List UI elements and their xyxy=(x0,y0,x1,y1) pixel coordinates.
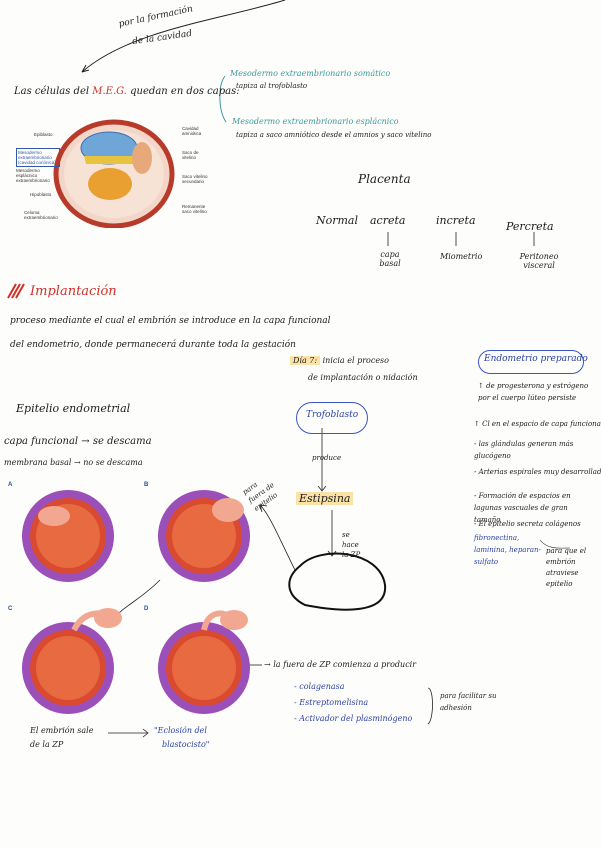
bottom-right-line1: "Eclosión del xyxy=(154,726,207,735)
splanch-desc: tapiza a saco amniótico desde el amnios … xyxy=(236,131,432,139)
enzyme-1: - Estreptomelisina xyxy=(294,698,369,707)
zp-note-post: comienza a producir xyxy=(333,660,417,669)
trophoblast-box xyxy=(296,402,368,434)
placenta-target-2: Peritoneo visceral xyxy=(519,252,559,270)
endometrium-item-1: ↑ Cl en el espacio de capa funcional xyxy=(474,420,601,428)
intro-post: quedan en dos capas: xyxy=(130,86,240,97)
endometrium-side-note: para que el embrión atraviese epitelio xyxy=(546,547,587,588)
endometrium-title: Endometrio preparado xyxy=(484,354,588,364)
enzyme-0: - colagenasa xyxy=(294,682,345,691)
somatic-title: Mesodermo extraembrionario somático xyxy=(230,69,391,78)
section-title: Implantación xyxy=(30,284,117,299)
process-text: Estipsina xyxy=(296,492,354,505)
enzyme-purpose: para facilitar su adhesión xyxy=(440,692,497,712)
epithelium-title: Epitelio endometrial xyxy=(16,402,131,415)
embryo-label-left-3: Hipoblasto xyxy=(30,192,52,197)
bottom-left-line1: El embrión sale xyxy=(30,726,94,735)
day-note: Día 7: inicia el proceso xyxy=(290,356,389,365)
placenta-type-3: Percreta xyxy=(506,220,554,233)
somatic-desc: tapiza al trofoblasto xyxy=(236,82,308,90)
placenta-type-2: increta xyxy=(436,214,476,227)
figure-label-b: B xyxy=(144,482,149,488)
enzyme-2: - Activador del plasminógeno xyxy=(294,714,413,723)
trophoblast-label: Trofoblasto xyxy=(306,410,359,420)
day-line1: inicia el proceso xyxy=(322,356,389,365)
embryo-label-right-2: Saco vitelino secundario xyxy=(182,174,208,184)
intro-line: Las células del M.E.G. quedan en dos cap… xyxy=(14,86,240,97)
splanch-title: Mesodermo extraembrionario esplácnico xyxy=(232,117,399,126)
figure-label-a: A xyxy=(8,482,13,488)
placenta-type-1: acreta xyxy=(370,214,406,227)
embryo-label-right-0: Cavidad amniótica xyxy=(182,126,202,136)
endometrium-item-6: fibronectina, laminina, heparan-sulfato xyxy=(474,534,541,566)
embryo-label-left-1: Mesodermo extraembrionario (cavidad cori… xyxy=(16,148,60,167)
figure-label-d: D xyxy=(144,606,149,612)
embryo-label-left-4: Celoma extraembrionario xyxy=(24,210,58,220)
fuera-note: se hace la ZP xyxy=(342,531,361,559)
intro-acronym: M.E.G. xyxy=(92,86,127,97)
zp-note-pre: → la fuera de ZP xyxy=(264,660,331,669)
embryo-diagram: Epiblasto Mesodermo extraembrionario (ca… xyxy=(14,118,214,228)
intro-pre: Las células del xyxy=(14,86,90,97)
endometrium-item-4: - Formación de espacios en lagunas vascu… xyxy=(474,492,571,524)
endometrium-item-3: - Arterias espirales muy desarrolladas xyxy=(474,468,601,476)
endometrium-item-2: - las glándulas generan más glucógeno xyxy=(474,440,574,460)
placenta-target-0: capa basal xyxy=(379,250,401,268)
placenta-target-1: Miometrio xyxy=(440,252,483,261)
placenta-title: Placenta xyxy=(358,172,411,186)
zp-note: → la fuera de ZP comienza a producir xyxy=(264,660,416,669)
placenta-type-0: Normal xyxy=(316,214,359,227)
bottom-right-line2: blastocisto" xyxy=(162,740,210,749)
epithelium-functional: capa funcional → se descama xyxy=(4,436,152,447)
implantation-figure: A B C D xyxy=(4,480,254,722)
definition-line2: del endometrio, donde permanecerá durant… xyxy=(10,340,296,350)
definition-line1: proceso mediante el cual el embrión se i… xyxy=(10,316,331,326)
endometrium-item-0: ↑ de progesterona y estrógeno por el cue… xyxy=(478,382,589,402)
day-label: Día 7: xyxy=(290,356,321,365)
endometrium-title-box xyxy=(478,350,584,374)
bottom-left-line2: de la ZP xyxy=(30,740,64,749)
figure-label-c: C xyxy=(8,606,13,612)
embryo-label-left-2: Mesodermo esplácnico extraembrionario xyxy=(16,168,50,183)
embryo-label-right-3: Remanente saco vitelino xyxy=(182,204,207,214)
embryo-label-right-1: Saco de vitelino xyxy=(182,150,199,160)
endometrium-item-5: - El epitelio secreta colágenos xyxy=(474,520,581,528)
embryo-label-left-0: Epiblasto xyxy=(34,132,53,137)
epithelium-basal: membrana basal → no se descama xyxy=(4,458,143,467)
process-label: Estipsina xyxy=(296,492,354,505)
produces-label: produce xyxy=(312,454,342,462)
day-line2: de implantación o nidación xyxy=(308,373,418,382)
